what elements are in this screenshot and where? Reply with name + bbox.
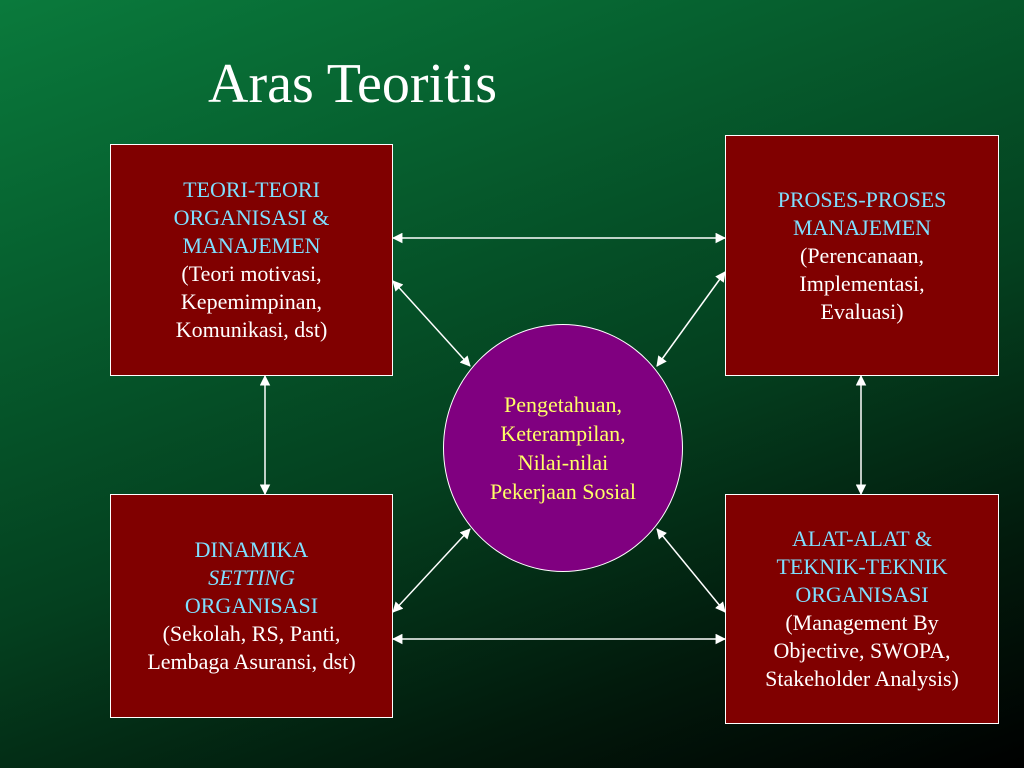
circle-text-line: Keterampilan, bbox=[500, 421, 626, 446]
box-dinamika-setting: DINAMIKA SETTING ORGANISASI (Sekolah, RS… bbox=[110, 494, 393, 718]
circle-text-line: Pengetahuan, bbox=[504, 392, 622, 417]
box-body-line: Kepemimpinan, bbox=[180, 289, 323, 314]
circle-text-line: Nilai-nilai bbox=[517, 450, 609, 475]
arrow-tl-center bbox=[392, 280, 471, 367]
box-body-line: Implementasi, bbox=[799, 270, 925, 296]
box-body-line: Evaluasi) bbox=[820, 298, 904, 324]
arrow-bl-center bbox=[392, 528, 471, 613]
box-body-line: Lembaga Asuransi, dst) bbox=[147, 649, 356, 674]
center-circle-pengetahuan: Pengetahuan, Keterampilan, Nilai-nilai P… bbox=[443, 324, 683, 572]
box-heading-line: ALAT-ALAT & bbox=[792, 526, 932, 551]
box-body-line: (Management By bbox=[785, 610, 939, 635]
box-body-line: Komunikasi, dst) bbox=[175, 317, 328, 342]
box-alat-teknik: ALAT-ALAT & TEKNIK-TEKNIK ORGANISASI (Ma… bbox=[725, 494, 999, 724]
box-heading-line: TEKNIK-TEKNIK bbox=[776, 554, 948, 579]
box-heading-line: ORGANISASI bbox=[184, 593, 319, 618]
box-body-line: (Teori motivasi, bbox=[181, 261, 322, 286]
box-heading-line: ORGANISASI bbox=[795, 582, 929, 607]
box-heading-line: DINAMIKA bbox=[194, 537, 309, 562]
box-proses-manajemen: PROSES-PROSES MANAJEMEN (Perencanaan, Im… bbox=[725, 135, 999, 376]
box-heading-line: TEORI-TEORI bbox=[183, 177, 320, 202]
box-body-line: (Sekolah, RS, Panti, bbox=[162, 621, 341, 646]
box-heading-line: PROSES-PROSES bbox=[777, 186, 947, 212]
arrow-tr-center bbox=[656, 271, 726, 367]
box-body-line: (Perencanaan, bbox=[800, 242, 924, 268]
circle-text-line: Pekerjaan Sosial bbox=[489, 479, 637, 504]
box-heading-line: MANAJEMEN bbox=[792, 214, 932, 240]
slide-title: Aras Teoritis bbox=[208, 53, 497, 115]
box-heading-line-italic: SETTING bbox=[208, 565, 295, 590]
box-heading-line: MANAJEMEN bbox=[182, 233, 321, 258]
arrow-br-center bbox=[656, 528, 726, 613]
box-heading-line: ORGANISASI & bbox=[173, 205, 330, 230]
box-body-line: Objective, SWOPA, bbox=[773, 638, 951, 663]
box-body-line: Stakeholder Analysis) bbox=[765, 666, 959, 691]
box-teori-organisasi: TEORI-TEORI ORGANISASI & MANAJEMEN (Teor… bbox=[110, 144, 393, 376]
